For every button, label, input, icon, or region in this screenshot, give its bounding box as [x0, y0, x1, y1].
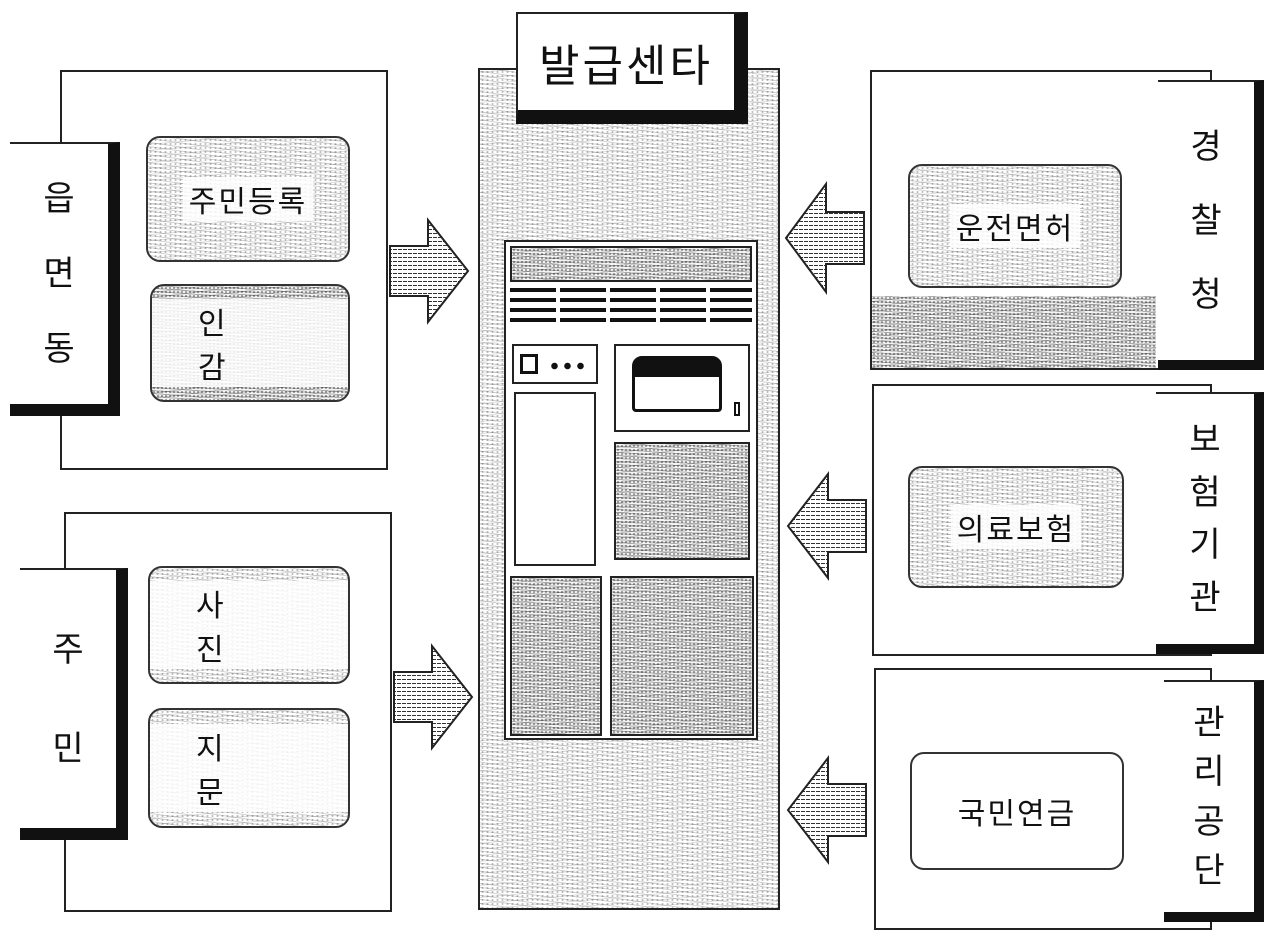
label-char: 동 — [43, 328, 75, 369]
machine-card-output — [614, 442, 750, 560]
box-drivers-license: 운전면허 — [908, 164, 1122, 288]
panel-police-shading — [872, 296, 1156, 368]
box-seal: 인 감 — [150, 284, 350, 402]
label-char: 관 — [1193, 702, 1225, 743]
box-label: 주민등록 — [182, 177, 314, 221]
label-char: 험 — [1189, 472, 1221, 513]
label-char: 읍 — [43, 179, 75, 220]
machine-display-screen — [514, 392, 596, 566]
arrow-left-icon — [786, 755, 867, 865]
box-label: 사 진 — [150, 581, 348, 669]
label-eup-myeon-dong: 읍 면 동 — [10, 142, 120, 416]
issuance-center-title: 발급센타 — [539, 41, 713, 92]
box-label: 인 감 — [152, 299, 348, 387]
box-medical-insurance: 의료보험 — [908, 466, 1124, 588]
label-char: 보 — [1189, 420, 1221, 461]
machine-lower-right-panel — [610, 576, 754, 736]
box-label: 운전면허 — [949, 204, 1081, 248]
label-char: 리 — [1193, 752, 1225, 793]
arrow-left-icon — [784, 180, 865, 296]
label-char: 단 — [1193, 851, 1225, 892]
label-char: 공 — [1193, 801, 1225, 842]
box-fingerprint: 지 문 — [148, 708, 350, 828]
machine-printer — [614, 344, 750, 432]
label-police: 경 찰 청 — [1158, 80, 1264, 370]
arrow-left-icon — [786, 471, 867, 581]
control-indicator — [520, 354, 538, 374]
box-photo: 사 진 — [148, 566, 350, 684]
box-label: 지 문 — [150, 724, 348, 812]
label-char: 찰 — [1190, 201, 1222, 241]
machine-top-panel — [510, 246, 752, 282]
arrow-right-icon — [393, 643, 474, 751]
label-char: 경 — [1190, 127, 1222, 167]
issuance-machine — [504, 240, 758, 740]
machine-grid-dividers — [510, 288, 752, 322]
label-char: 주 — [52, 629, 84, 670]
box-label: 국민연금 — [951, 789, 1083, 833]
machine-lower-left-panel — [510, 576, 602, 736]
label-insurance: 보 험 기 관 — [1156, 392, 1264, 654]
issuance-center-title-box: 발급센타 — [516, 12, 748, 124]
label-char: 청 — [1190, 275, 1222, 315]
label-char: 관 — [1189, 577, 1221, 618]
label-char: 면 — [43, 253, 75, 294]
box-resident-registration: 주민등록 — [146, 136, 350, 262]
printer-button — [734, 402, 740, 416]
machine-control-panel — [512, 344, 598, 384]
arrow-right-icon — [389, 217, 470, 325]
printer-body — [632, 356, 722, 412]
label-pension: 관 리 공 단 — [1164, 680, 1264, 922]
box-label: 의료보험 — [950, 505, 1082, 549]
label-resident: 주 민 — [20, 568, 128, 840]
label-char: 민 — [52, 728, 84, 769]
label-char: 기 — [1189, 525, 1221, 566]
control-dots — [548, 362, 588, 370]
box-national-pension: 국민연금 — [910, 752, 1124, 870]
